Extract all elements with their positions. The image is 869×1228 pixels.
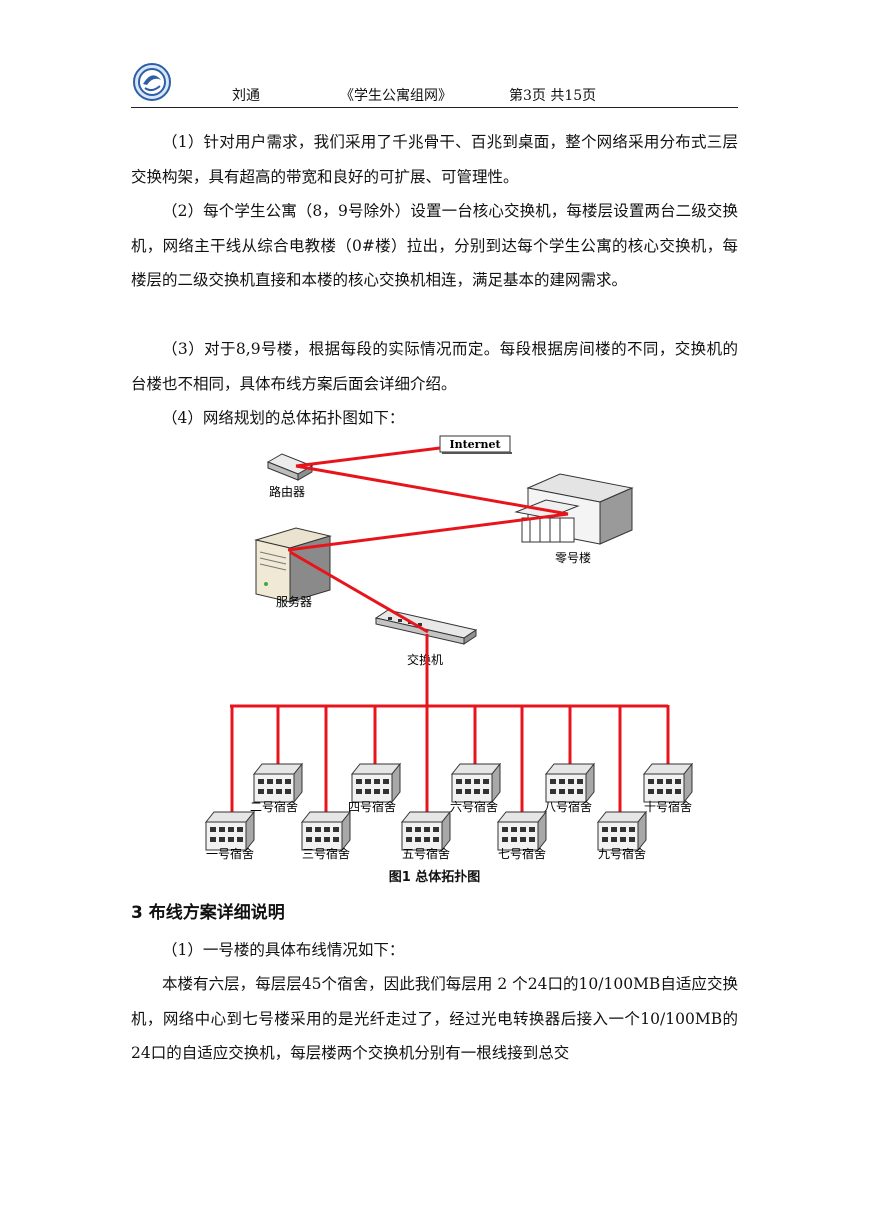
dorm-8-icon (545, 763, 595, 803)
router-label: 路由器 (269, 484, 305, 499)
dorm-9-label: 九号宿舍 (598, 846, 646, 861)
dorm-4-label: 四号宿舍 (348, 799, 396, 814)
header-doc-title: 《学生公寓组网》 (340, 88, 452, 104)
dorm-2-icon (253, 763, 303, 803)
internet-label: Internet (449, 438, 501, 451)
dorm-5-icon (401, 811, 451, 851)
dorm-1-icon (205, 811, 255, 851)
dorm-6-label: 六号宿舍 (450, 799, 498, 814)
school-logo (133, 63, 171, 101)
dorm-4-icon (351, 763, 401, 803)
section-paragraph-1: （1）一号楼的具体布线情况如下： (162, 941, 405, 959)
figure-caption: 图1 总体拓扑图 (388, 870, 481, 885)
internet-node: Internet (439, 435, 512, 454)
server-icon (254, 527, 332, 603)
section-heading: 3 布线方案详细说明 (131, 903, 285, 923)
dorm-7-label: 七号宿舍 (498, 846, 546, 861)
header-author: 刘通 (232, 88, 260, 104)
dorm-7-icon (497, 811, 547, 851)
dorm-5-label: 五号宿舍 (402, 846, 450, 861)
paragraph-1: （1）针对用户需求，我们采用了千兆骨干、百兆到桌面，整个网络采用分布式三层交换构… (131, 133, 738, 186)
dorm-6-icon (451, 763, 501, 803)
dorm-10-label: 十号宿舍 (644, 799, 692, 814)
header-rule (131, 107, 738, 108)
dorm-8-label: 八号宿舍 (544, 799, 592, 814)
dorm-2-label: 二号宿舍 (250, 799, 298, 814)
server-label: 服务器 (276, 594, 312, 609)
switch-label: 交换机 (407, 652, 443, 667)
dorm-9-icon (597, 811, 647, 851)
dorm-10-icon (643, 763, 693, 803)
dorm-3-label: 三号宿舍 (302, 846, 350, 861)
paragraph-4: （4）网络规划的总体拓扑图如下： (162, 409, 405, 427)
header-page-info: 第3页 共15页 (509, 88, 597, 104)
paragraph-2: （2）每个学生公寓（8，9号除外）设置一台核心交换机，每楼层设置两台二级交换机，… (131, 202, 738, 289)
dorm-1-label: 一号宿舍 (206, 846, 254, 861)
paragraph-3: （3）对于8,9号楼，根据每段的实际情况而定。每段根据房间楼的不同，交换机的台楼… (131, 340, 738, 393)
section-paragraph-2: 本楼有六层，每层层45个宿舍，因此我们每层用 2 个24口的10/100MB自适… (131, 975, 738, 1062)
building-zero-label: 零号楼 (555, 550, 591, 565)
dorm-3-icon (301, 811, 351, 851)
